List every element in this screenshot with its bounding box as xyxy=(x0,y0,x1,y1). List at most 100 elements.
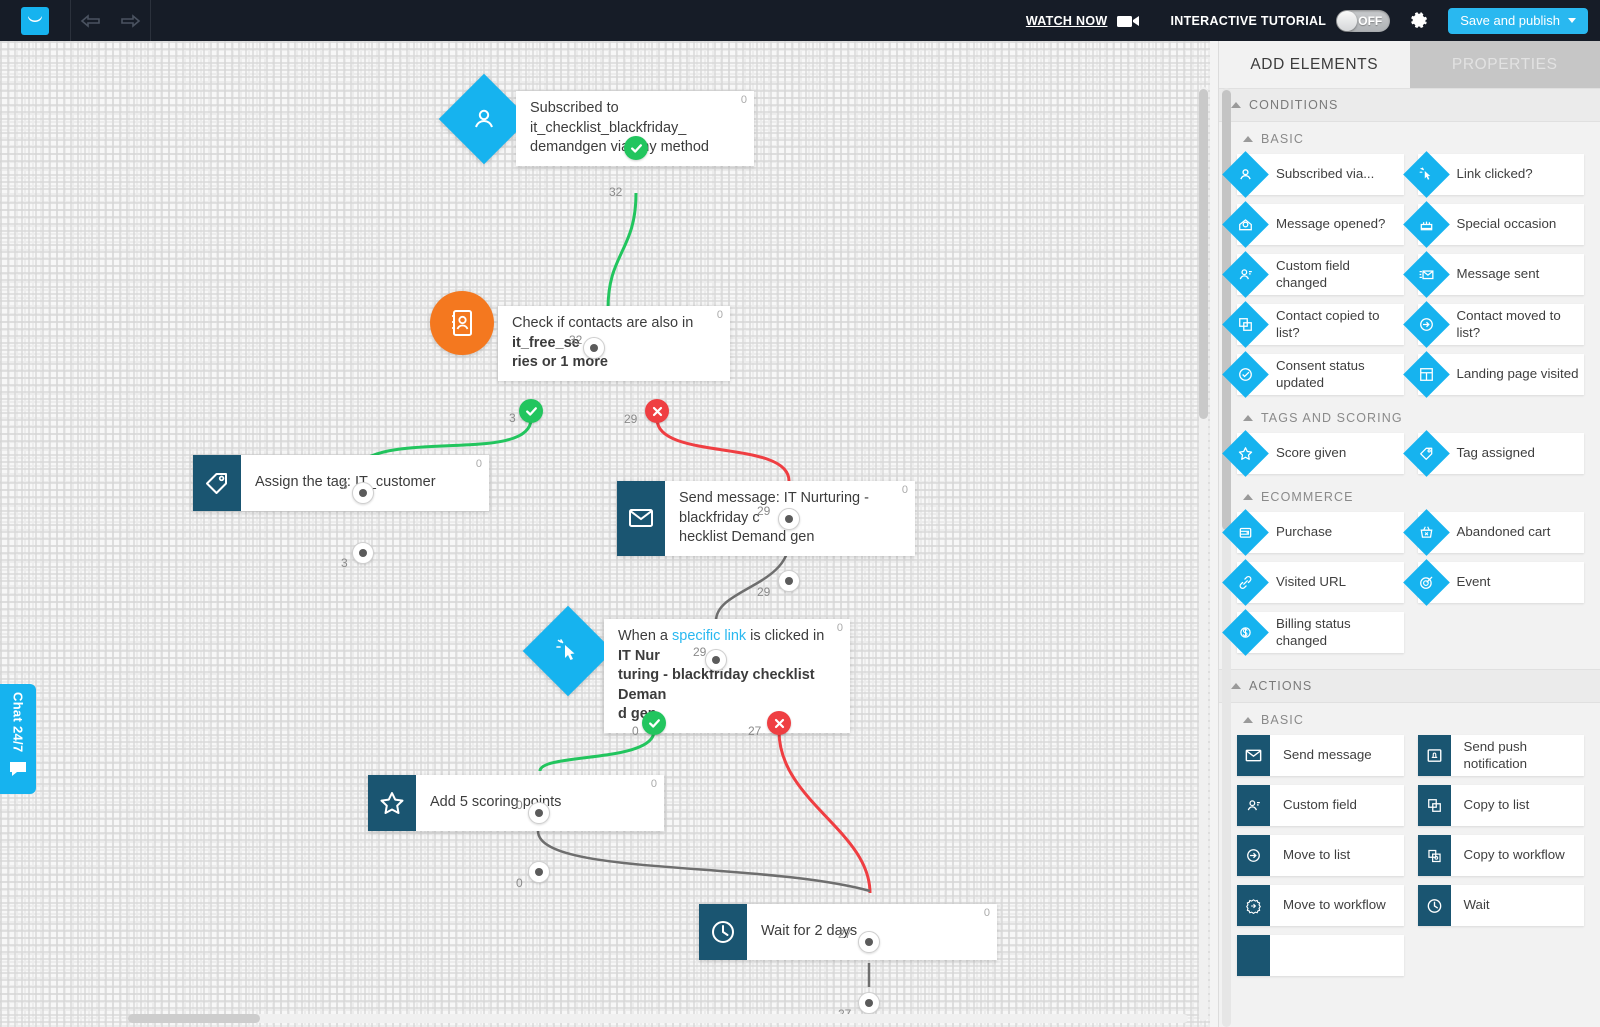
star-icon xyxy=(368,775,416,831)
getresponse-logo xyxy=(21,6,49,35)
port-in-n2[interactable] xyxy=(583,337,605,359)
element-custom-field-changed[interactable]: Custom field changed xyxy=(1222,251,1404,298)
node-link-clicked[interactable]: 0 When a specific link is clicked in IT … xyxy=(522,605,850,733)
element-contact-copied-to-list[interactable]: Contact copied to list? xyxy=(1222,301,1404,348)
port-in-n6[interactable] xyxy=(528,802,550,824)
video-camera-icon[interactable] xyxy=(1116,13,1140,29)
panel-scroll-area: CONDITIONS BASIC Subscribed via... Li xyxy=(1219,88,1600,1027)
group-header-ecommerce[interactable]: ECOMMERCE xyxy=(1219,480,1600,512)
port-yes-n5[interactable] xyxy=(642,711,666,735)
port-label-in: 29 xyxy=(693,645,707,659)
node-count: 0 xyxy=(475,458,482,470)
element-send-push-notification[interactable]: Send push notification xyxy=(1417,735,1584,776)
placeholder-icon xyxy=(1237,935,1270,976)
address-book-icon xyxy=(430,291,494,355)
port-out-n7[interactable] xyxy=(858,992,880,1014)
port-in-n4[interactable] xyxy=(778,508,800,530)
element-move-to-list[interactable]: Move to list xyxy=(1237,835,1404,876)
node-count: 0 xyxy=(983,907,990,919)
element-copy-to-list[interactable]: Copy to list xyxy=(1417,785,1584,826)
element-label: Score given xyxy=(1276,445,1347,461)
node-assign-tag[interactable]: 0 Assign the tag: IT_customer xyxy=(193,455,489,511)
element-tag-assigned[interactable]: Tag assigned xyxy=(1402,430,1584,477)
element-subscribed-via[interactable]: Subscribed via... xyxy=(1222,151,1404,198)
basket-x-icon xyxy=(1402,509,1450,556)
element-consent-status-updated[interactable]: Consent status updated xyxy=(1222,351,1404,398)
clock-icon xyxy=(699,904,747,960)
watch-now-link[interactable]: WATCH NOW xyxy=(1025,13,1108,28)
wallet-icon xyxy=(1222,509,1269,556)
port-out-n6[interactable] xyxy=(528,861,550,883)
element-move-to-workflow[interactable]: Move to workflow xyxy=(1237,885,1404,926)
port-in-n3[interactable] xyxy=(352,482,374,504)
arrow-right-icon[interactable] xyxy=(119,13,141,28)
element-label: Message opened? xyxy=(1276,216,1386,232)
triangle-up-icon xyxy=(1243,494,1253,500)
section-header-conditions[interactable]: CONDITIONS xyxy=(1219,88,1600,122)
port-in-n7[interactable] xyxy=(858,931,880,953)
canvas-vertical-scrollbar[interactable] xyxy=(1199,89,1208,419)
element-wait[interactable]: Wait xyxy=(1417,885,1584,926)
element-label: Wait xyxy=(1463,897,1490,913)
element-send-message[interactable]: Send message xyxy=(1237,735,1404,776)
element-label: Contact copied to list? xyxy=(1276,307,1380,340)
logo-cell[interactable] xyxy=(0,0,71,41)
element-visited-url[interactable]: Visited URL xyxy=(1222,559,1404,606)
port-no-n2[interactable] xyxy=(645,399,669,423)
chat-widget[interactable]: Chat 24/7 xyxy=(0,684,36,794)
group-header-conditions-basic[interactable]: BASIC xyxy=(1219,122,1600,154)
element-landing-page-visited[interactable]: Landing page visited xyxy=(1402,351,1584,398)
element-purchase[interactable]: Purchase xyxy=(1222,509,1404,556)
target-icon xyxy=(1402,559,1450,606)
element-link-clicked[interactable]: Link clicked? xyxy=(1402,151,1584,198)
node-count: 0 xyxy=(650,778,657,790)
envelope-icon xyxy=(617,481,665,556)
element-special-occasion[interactable]: Special occasion xyxy=(1402,201,1584,248)
port-yes-n1[interactable] xyxy=(624,136,648,160)
panel-scrollbar[interactable] xyxy=(1222,90,1231,530)
tab-add-elements[interactable]: ADD ELEMENTS xyxy=(1219,41,1410,88)
element-abandoned-cart[interactable]: Abandoned cart xyxy=(1402,509,1584,556)
node-label: Add 5 scoring points xyxy=(430,794,562,811)
group-title: BASIC xyxy=(1261,132,1305,146)
port-out-n4[interactable] xyxy=(778,570,800,592)
cake-icon xyxy=(1402,201,1450,248)
save-and-publish-button[interactable]: Save and publish xyxy=(1448,7,1588,34)
port-out-n3[interactable] xyxy=(352,542,374,564)
triangle-up-icon xyxy=(1231,683,1241,689)
element-billing-status-changed[interactable]: Billing status changed xyxy=(1222,609,1404,656)
element-contact-moved-to-list[interactable]: Contact moved to list? xyxy=(1402,301,1584,348)
element-custom-field[interactable]: Custom field xyxy=(1237,785,1404,826)
port-yes-n2[interactable] xyxy=(519,399,543,423)
port-no-n5[interactable] xyxy=(767,711,791,735)
port-in-n5[interactable] xyxy=(705,649,727,671)
tab-properties[interactable]: PROPERTIES xyxy=(1409,41,1600,88)
section-header-actions[interactable]: ACTIONS xyxy=(1219,669,1600,703)
element-score-given[interactable]: Score given xyxy=(1222,430,1404,477)
arrow-left-icon[interactable] xyxy=(80,13,102,28)
gear-copy-icon xyxy=(1417,835,1451,876)
cursor-click-icon xyxy=(1402,151,1450,198)
node-subscribed-via[interactable]: 0 Subscribed to it_checklist_blackfriday… xyxy=(438,73,754,166)
workflow-canvas[interactable]: 0 Subscribed to it_checklist_blackfriday… xyxy=(0,41,1210,1027)
element-copy-to-workflow[interactable]: Copy to workflow xyxy=(1417,835,1584,876)
element-event[interactable]: Event xyxy=(1402,559,1584,606)
node-check-contacts[interactable]: 0 Check if contacts are also in it_free_… xyxy=(430,291,730,381)
element-label: Billing status changed xyxy=(1276,615,1351,648)
group-header-actions-basic[interactable]: BASIC xyxy=(1219,703,1600,735)
canvas-horizontal-scrollbar[interactable] xyxy=(128,1014,260,1023)
toggle-state-label: OFF xyxy=(1358,13,1383,28)
element-message-opened[interactable]: Message opened? xyxy=(1222,201,1404,248)
element-grid-tags-and-scoring: Score given Tag assigned xyxy=(1219,430,1600,480)
element-next-partial[interactable] xyxy=(1237,935,1404,976)
element-message-sent[interactable]: Message sent xyxy=(1402,251,1584,298)
gear-icon[interactable] xyxy=(1410,11,1430,31)
tutorial-toggle[interactable]: OFF xyxy=(1336,9,1391,32)
port-label-out: 3 xyxy=(341,556,348,570)
port-label-no: 27 xyxy=(748,724,762,738)
canvas-vertical-scrollbar-track xyxy=(1199,87,1208,1021)
group-header-tags-and-scoring[interactable]: TAGS AND SCORING xyxy=(1219,401,1600,433)
person-icon xyxy=(1222,151,1269,198)
gear-arrow-icon xyxy=(1237,885,1270,926)
node-send-message[interactable]: 0 Send message: IT Nurturing - blackfrid… xyxy=(617,481,915,556)
